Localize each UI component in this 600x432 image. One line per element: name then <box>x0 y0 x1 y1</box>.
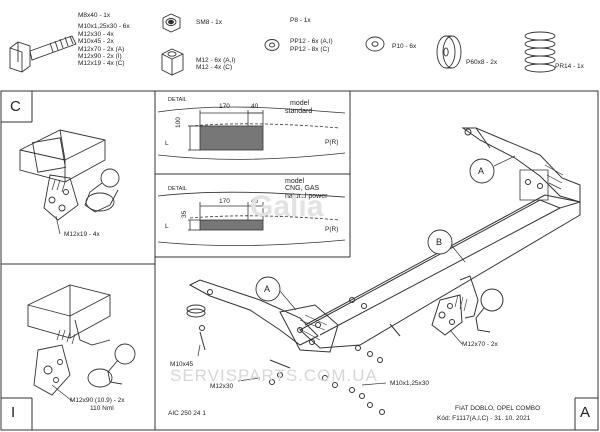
nut-list-item: M12 - 6x (A,I) <box>196 57 236 64</box>
detail-top-side: L <box>165 140 169 147</box>
spring-washer-icon <box>524 31 556 73</box>
washer-thick-icon <box>436 35 462 69</box>
detail-top-label: DETAIL <box>168 97 187 103</box>
detail-bottom-side: L <box>165 223 169 230</box>
washer-list-item: PP12 - 6x (A,I) <box>290 38 333 46</box>
bolt-list-item: M12x30 - 4x <box>78 30 114 38</box>
label-m12x30: M12x30 <box>210 383 234 390</box>
bolt-list-item: M10x45 - 2x <box>78 38 114 46</box>
detail-bottom-variant: CNG, GAS <box>285 185 320 192</box>
bolt-list-item: M10x1,25x30 - 6x <box>78 23 130 31</box>
vehicle-name: FIAT DOBLO, OPEL COMBO <box>455 405 541 412</box>
bolt-list-item: M12x70 - 2x (A) <box>78 45 125 53</box>
detail-top-ref: P(R) <box>325 139 339 146</box>
hex-nut-icon <box>161 48 184 76</box>
i-bolt-label: M12x90 (10.9) - 2x <box>70 397 125 404</box>
bolt-list-item: M12x19 - 4x (C) <box>78 60 125 68</box>
panel-i-letter: I <box>11 404 16 421</box>
watermark-text: SERVISPARTS.COM.UA <box>170 366 378 385</box>
label-m10x45: M10x45 <box>170 361 194 368</box>
callout-a-lower: A <box>264 284 271 294</box>
panel-c-ball-assembly <box>19 129 120 221</box>
detail-bottom-offset: 40 <box>251 198 259 205</box>
callout-b: B <box>436 237 443 247</box>
washer-list-item <box>290 24 333 38</box>
washer-medium-icon <box>365 36 385 52</box>
panel-i-ball-assembly <box>27 284 136 396</box>
detail-bottom-width: 170 <box>219 198 230 205</box>
detail-bottom-height: 35 <box>181 210 188 218</box>
washer-list-item: PP12 - 8x (C) <box>290 45 330 53</box>
detail-cng-drawing <box>157 191 346 247</box>
i-torque-label: 110 Nml <box>90 405 114 412</box>
self-locking-nut-icon <box>162 13 181 33</box>
bolt-list: M8x40 - 1x M10x1,25x30 - 6x M12x30 - 4x … <box>78 12 130 68</box>
spring-label: PR14 - 1x <box>555 63 584 70</box>
leader-lines <box>51 155 516 402</box>
washer-p10-label: P10 - 6x <box>392 43 417 50</box>
bolt-icon <box>9 35 77 73</box>
galia-logo: Galia <box>250 190 324 223</box>
callout-circles <box>255 158 495 302</box>
label-m12x70: M12x70 - 2x <box>462 341 498 348</box>
detail-top-model: model <box>290 100 310 107</box>
detail-bottom-label: DETAIL <box>168 186 187 192</box>
detail-top-offset: 40 <box>251 103 259 110</box>
detail-standard-drawing <box>157 106 346 160</box>
product-code: Kód: F1117(A,I,C) - 31. 10. 2021 <box>437 415 531 422</box>
washer-list: P8 - 1x PP12 - 6x (A,I) PP12 - 8x (C) <box>290 17 333 53</box>
detail-top-variant: standard <box>285 108 313 115</box>
washer-p60-label: P60x8 - 2x <box>466 59 498 66</box>
bolt-list-item: M12x90 - 2x (I) <box>78 53 122 61</box>
panel-a-letter: A <box>580 404 591 421</box>
label-m10x1: M10x1,25x30 <box>390 380 430 387</box>
detail-top-height: 100 <box>175 117 182 128</box>
nut-list-item: M12 - 4x (C) <box>196 64 233 72</box>
detail-bottom-variant-2: natural power <box>285 193 328 200</box>
panel-c-letter: C <box>10 98 21 115</box>
washer-list-item: P8 - 1x <box>290 17 311 24</box>
c-bolt-label: M12x19 - 4x <box>64 231 100 238</box>
bolt-list-item: M8x40 - 1x <box>78 12 111 19</box>
callout-a-upper: A <box>478 166 485 176</box>
nut-list: M12 - 6x (A,I) M12 - 4x (C) <box>196 57 235 72</box>
drawing-number: AIC 250 24 1 <box>168 410 206 417</box>
detail-bottom-ref: P(R) <box>325 226 339 233</box>
washer-small-icon <box>264 39 280 51</box>
detail-bottom-model: model <box>285 178 305 185</box>
nut-label: SM8 - 1x <box>196 19 223 26</box>
detail-top-width: 170 <box>219 103 230 110</box>
main-crossbar-assembly <box>186 127 581 415</box>
